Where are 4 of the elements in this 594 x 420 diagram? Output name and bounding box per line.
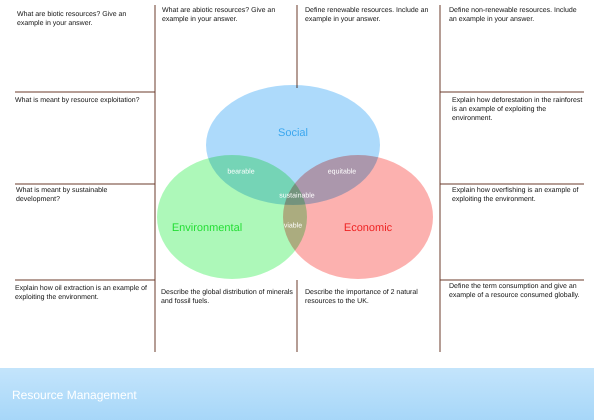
circle-title: Social: [278, 127, 308, 139]
page-title: Resource Management: [12, 388, 137, 402]
circle-title: Environmental: [172, 222, 242, 234]
circle-title: Economic: [344, 222, 392, 234]
